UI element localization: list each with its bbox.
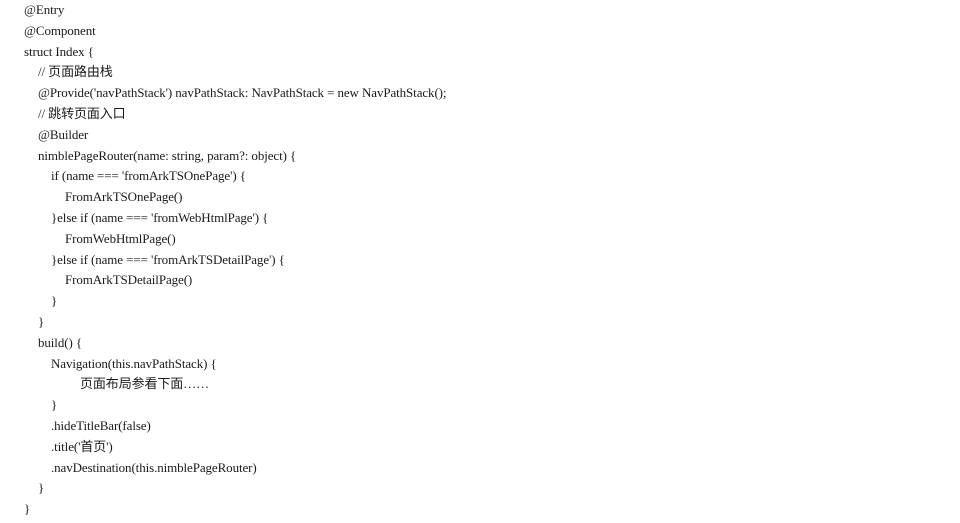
code-line: Navigation(this.navPathStack) { [51,355,217,371]
code-line: build() { [38,334,82,350]
code-line: }else if (name === 'fromWebHtmlPage') { [51,209,269,225]
code-block: @Entry @Component struct Index { // 页面路由… [24,0,944,520]
code-line: .navDestination(this.nimblePageRouter) [51,459,257,475]
code-line: 页面布局参看下面…… [80,376,210,392]
code-comment: // 页面路由栈 [38,64,113,80]
code-line: @Entry [24,2,65,17]
code-line: } [38,313,45,329]
code-line: .title('首页') [51,438,113,454]
code-line: FromArkTSOnePage() [65,189,183,205]
code-line: @Provide('navPathStack') navPathStack: N… [38,85,447,101]
code-line: nimblePageRouter(name: string, param?: o… [38,147,297,163]
code-line: FromWebHtmlPage() [65,230,176,246]
code-line: .hideTitleBar(false) [51,417,151,433]
code-line: } [24,501,31,517]
code-line: } [51,397,58,413]
code-line: } [51,293,58,309]
code-comment: // 跳转页面入口 [38,105,126,121]
code-line: struct Index { [24,43,94,59]
code-line: FromArkTSDetailPage() [65,272,193,288]
code-line: @Builder [38,126,89,142]
code-line: @Component [24,22,96,38]
code-line: }else if (name === 'fromArkTSDetailPage'… [51,251,285,267]
code-line: if (name === 'fromArkTSOnePage') { [51,168,246,184]
code-line: } [38,480,45,496]
